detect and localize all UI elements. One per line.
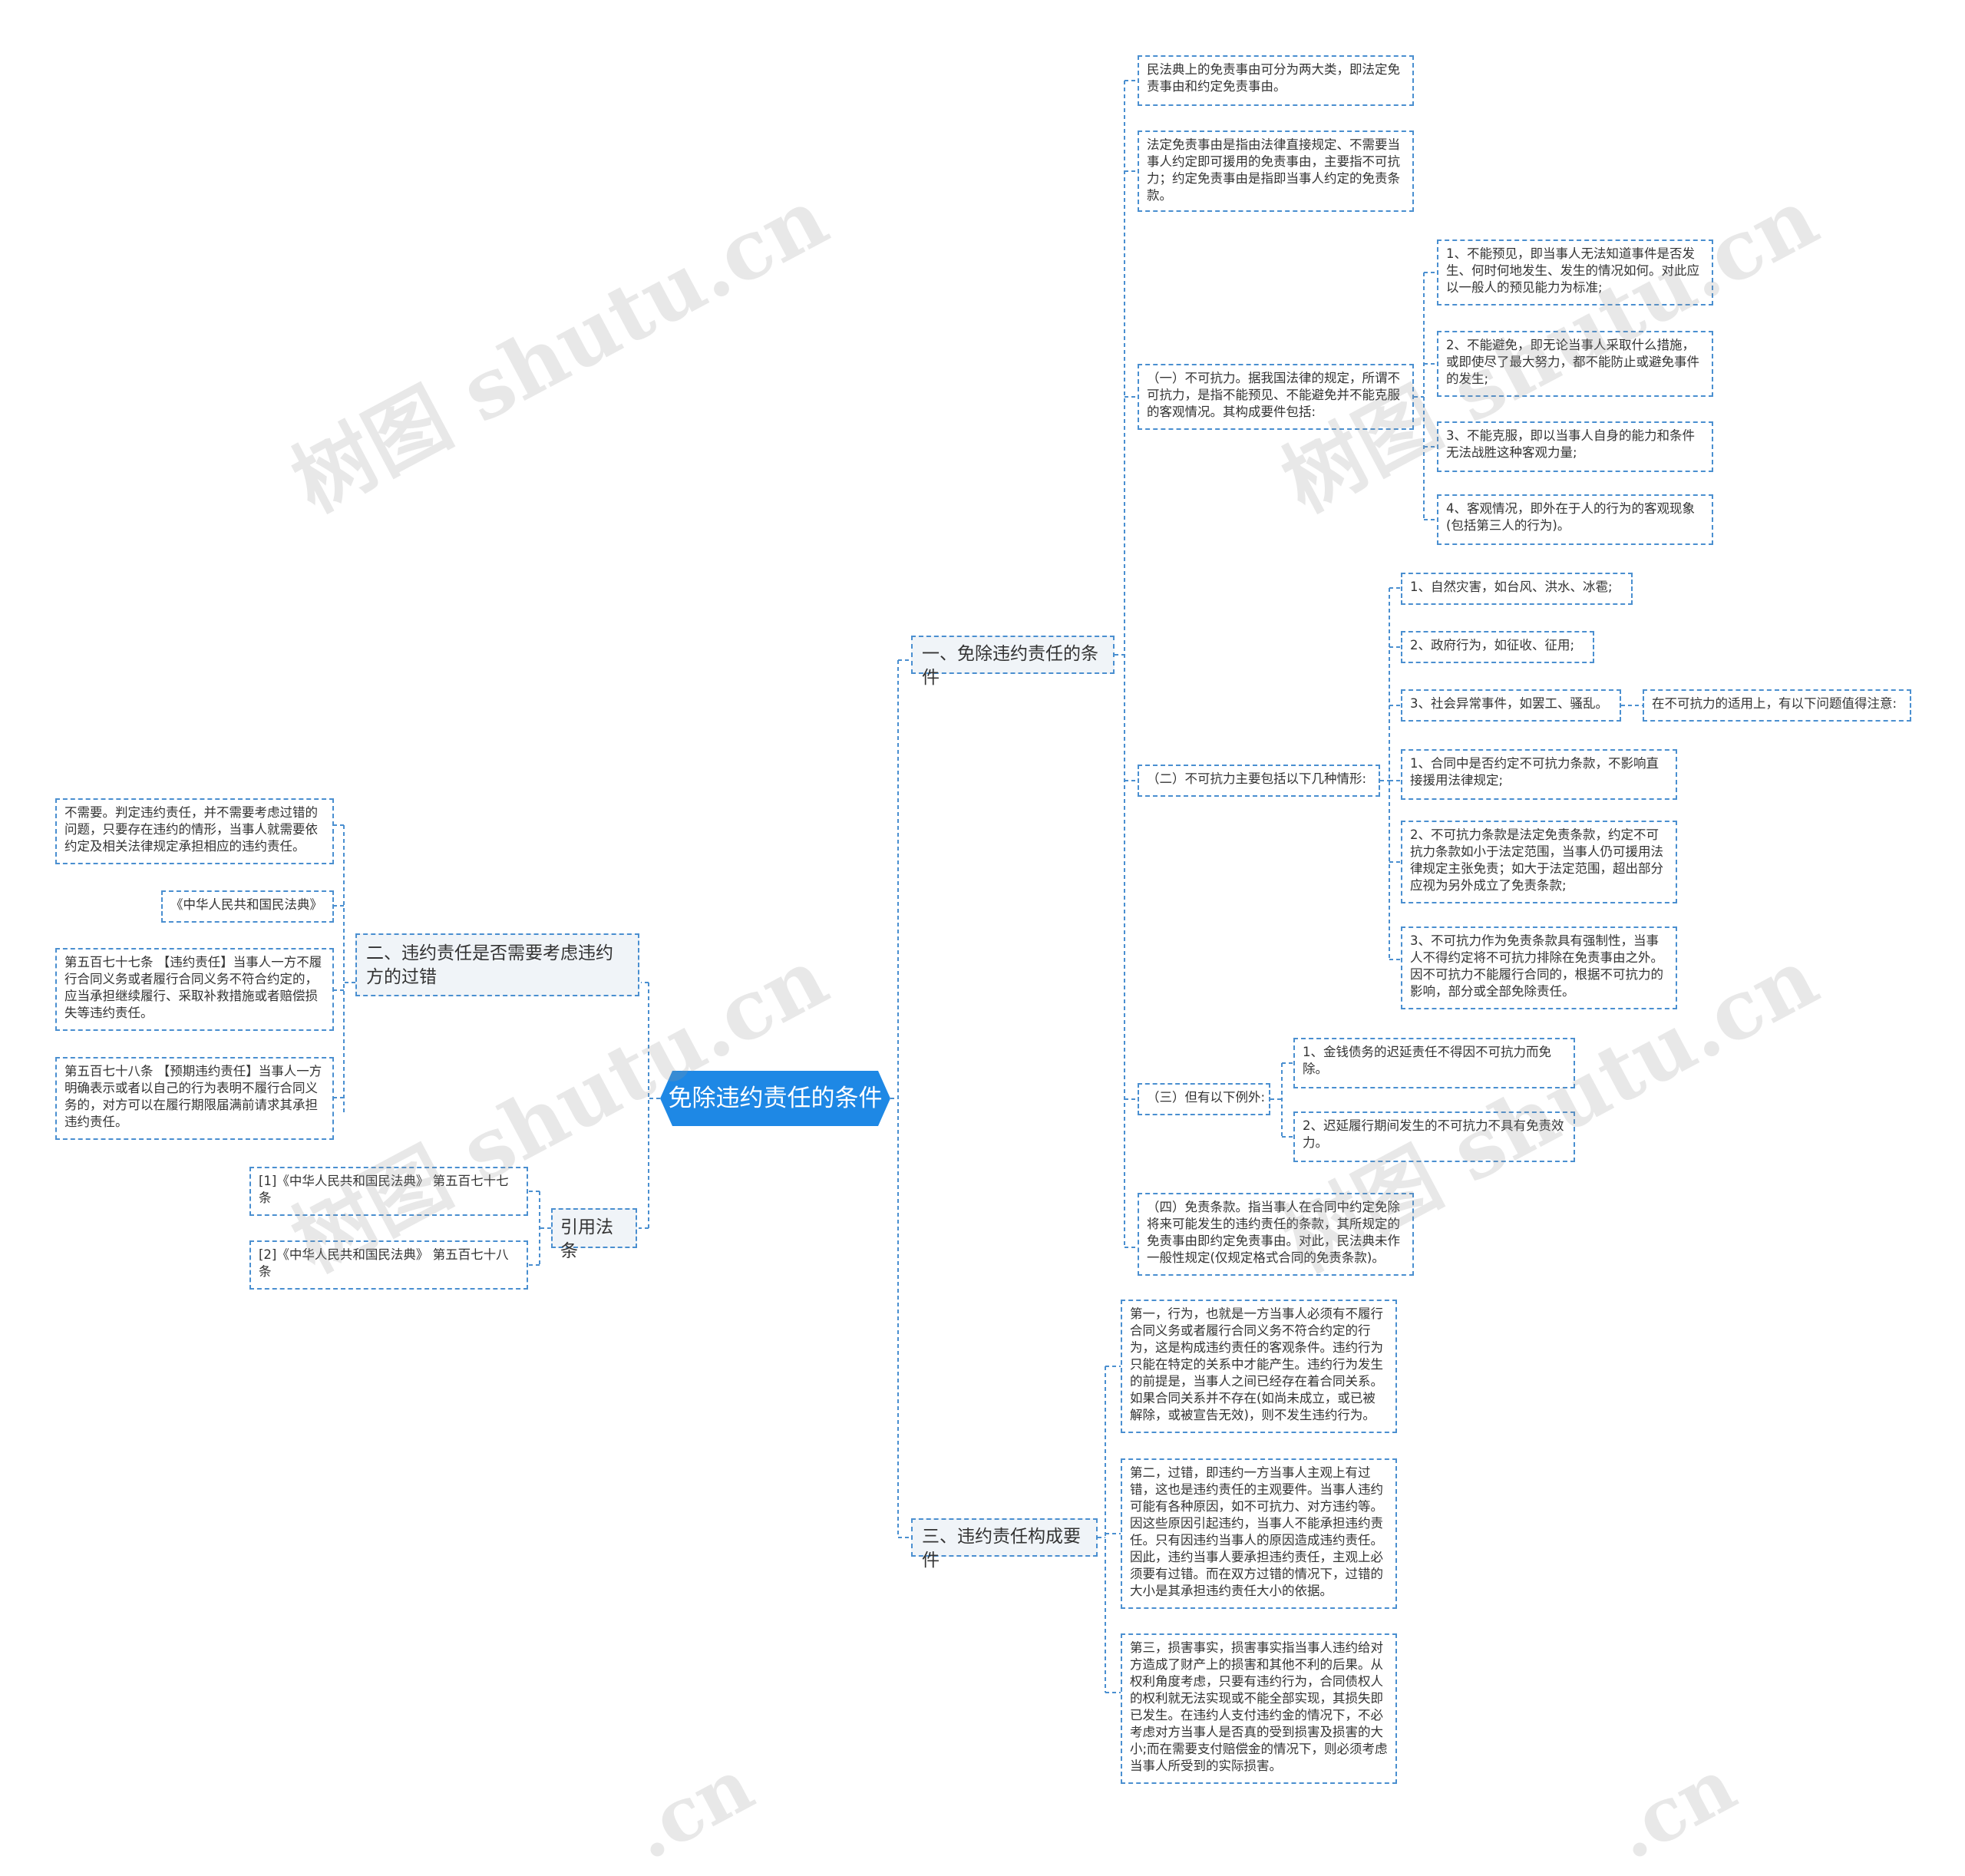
situation-government-act: 2、政府行为，如征收、征用; <box>1401 631 1594 663</box>
element-act: 第一，行为，也就是一方当事人必须有不履行合同义务或者履行合同义务不符合约定的行为… <box>1121 1300 1397 1433</box>
branch-citations[interactable]: 引用法条 <box>551 1208 637 1261</box>
force-element-unavoidable: 2、不能避免，即无论当事人采取什么措施，或即使尽了最大努力，都不能防止或避免事件… <box>1437 331 1713 397</box>
root-node[interactable]: 免除违约责任的条件 <box>660 1071 890 1126</box>
exception-monetary-debt: 1、金钱债务的迟延责任不得因不可抗力而免除。 <box>1293 1038 1575 1088</box>
force-element-insurmountable: 3、不能克服，即以当事人自身的能力和条件无法战胜这种客观力量; <box>1437 421 1713 472</box>
element-fault: 第二，过错，即违约一方当事人主观上有过错，这也是违约责任的主观要件。当事人违约可… <box>1121 1458 1397 1609</box>
situation-natural-disaster: 1、自然灾害，如台风、洪水、冰雹; <box>1401 573 1633 605</box>
civil-code-reference: 《中华人民共和国民法典》 <box>161 890 334 923</box>
citation-577: [1]《中华人民共和国民法典》 第五百七十七条 <box>249 1167 528 1216</box>
citation-578: [2]《中华人民共和国民法典》 第五百七十八条 <box>249 1240 528 1290</box>
application-point-3: 3、不可抗力作为免责条款具有强制性，当事人不得约定将不可抗力排除在免责事由之外。… <box>1401 926 1677 1009</box>
answer-no-fault-needed: 不需要。判定违约责任，并不需要考虑过错的问题，只要存在违约的情形，当事人就需要依… <box>55 798 334 864</box>
element-damage: 第三，损害事实，损害事实指当事人违约给对方造成了财产上的损害和其他不利的后果。从… <box>1121 1633 1397 1784</box>
exception-delayed-performance: 2、迟延履行期间发生的不可抗力不具有免责效力。 <box>1293 1111 1575 1162</box>
situation-social-event: 3、社会异常事件，如罢工、骚乱。 <box>1401 689 1621 722</box>
force-element-unforeseeable: 1、不能预见，即当事人无法知道事件是否发生、何时何地发生、发生的情况如何。对此应… <box>1437 239 1713 306</box>
exemption-clause: （四）免责条款。指当事人在合同中约定免除将来可能发生的违约责任的条款，其所规定的… <box>1138 1193 1414 1276</box>
exceptions: （三）但有以下例外: <box>1138 1083 1270 1115</box>
application-point-1: 1、合同中是否约定不可抗力条款，不影响直接援用法律规定; <box>1401 749 1677 800</box>
application-point-2: 2、不可抗力条款是法定免责条款，约定不可抗力条款如小于法定范围，当事人仍可援用法… <box>1401 821 1677 903</box>
intro-definitions: 法定免责事由是指由法律直接规定、不需要当事人约定即可援用的免责事由，主要指不可抗… <box>1138 130 1414 212</box>
branch-conditions[interactable]: 一、免除违约责任的条件 <box>911 636 1115 688</box>
branch-fault-question[interactable]: 二、违约责任是否需要考虑违约方的过错 <box>355 933 639 996</box>
force-element-objective: 4、客观情况，即外在于人的行为的客观现象(包括第三人的行为)。 <box>1437 494 1713 545</box>
article-577: 第五百七十七条 【违约责任】当事人一方不履行合同义务或者履行合同义务不符合约定的… <box>55 948 334 1031</box>
branch-liability-elements[interactable]: 三、违约责任构成要件 <box>911 1518 1098 1570</box>
article-578: 第五百七十八条 【预期违约责任】当事人一方明确表示或者以自己的行为表明不履行合同… <box>55 1057 334 1140</box>
force-situations: （二）不可抗力主要包括以下几种情形: <box>1138 765 1380 797</box>
intro-categories: 民法典上的免责事由可分为两大类，即法定免责事由和约定免责事由。 <box>1138 55 1414 106</box>
application-note: 在不可抗力的适用上，有以下问题值得注意: <box>1643 689 1911 722</box>
force-majeure-definition: （一）不可抗力。据我国法律的规定，所谓不可抗力，是指不能预见、不能避免并不能克服… <box>1138 364 1414 430</box>
